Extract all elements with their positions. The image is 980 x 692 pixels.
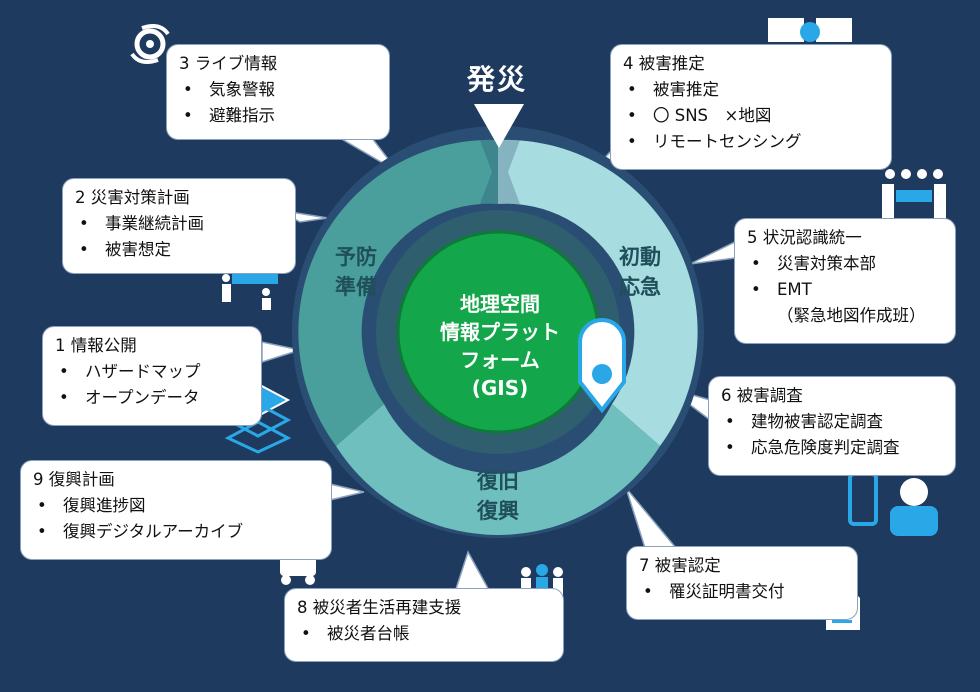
callout-situational-awareness: 5 状況認識統一 災害対策本部 EMT （緊急地図作成班） (734, 218, 956, 344)
tail-c5 (689, 240, 736, 265)
callout-damage-survey: 6 被害調査 建物被害認定調査 応急危険度判定調査 (708, 376, 956, 476)
callout-item: オープンデータ (55, 385, 249, 411)
phase-recovery-label: 復旧 復興 (458, 466, 538, 526)
callout-item: 応急危険度判定調査 (721, 435, 943, 461)
callout-title: 9 復興計画 (33, 470, 115, 489)
trigger-label: 発災 (466, 63, 527, 96)
callout-damage-certification: 7 被害認定 罹災証明書交付 (626, 546, 858, 620)
callout-item: 避難指示 (179, 103, 377, 129)
callout-damage-estimate: 4 被害推定 被害推定 〇 SNS ×地図 リモートセンシング (610, 44, 892, 170)
arc-notch-top (480, 140, 520, 204)
callout-live-info: 3 ライブ情報 気象警報 避難指示 (166, 44, 390, 140)
callout-disaster-plan: 2 災害対策計画 事業継続計画 被害想定 (62, 178, 296, 274)
gis-center-label: 地理空間 情報プラット フォーム (GIS) (400, 290, 600, 402)
callout-item: 災害対策本部 (747, 251, 943, 277)
typhoon-icon (130, 24, 170, 64)
tail-c1 (261, 341, 303, 364)
phase-prevention-line1: 予防 (335, 245, 377, 269)
callout-item: 復興デジタルアーカイブ (33, 519, 319, 545)
phone-survey-icon (848, 472, 938, 536)
callout-item: 気象警報 (179, 77, 377, 103)
callout-title: 1 情報公開 (55, 336, 137, 355)
callout-livelihood-support: 8 被災者生活再建支援 被災者台帳 (284, 588, 564, 662)
callout-item: リモートセンシング (623, 129, 879, 155)
tail-c8 (453, 550, 492, 593)
phase-prevention-line2: 準備 (335, 275, 377, 299)
callout-item: 被災者台帳 (297, 621, 551, 647)
arc-prevention (298, 139, 498, 447)
phase-initial-label: 初動 応急 (600, 242, 680, 302)
phase-recovery-line1: 復旧 (477, 469, 519, 493)
callout-title: 3 ライブ情報 (179, 54, 278, 73)
callout-item: 被害推定 (623, 77, 879, 103)
callout-info-disclosure: 1 情報公開 ハザードマップ オープンデータ (42, 326, 262, 426)
tail-c7 (625, 487, 678, 549)
callout-item: 建物被害認定調査 (721, 409, 943, 435)
arc-initial-response (498, 139, 698, 447)
map-pin-icon (578, 318, 626, 414)
team-meeting-icon (882, 169, 946, 220)
phase-recovery-line2: 復興 (477, 499, 519, 523)
callout-item: EMT (747, 277, 943, 303)
phase-prevention-label: 予防 準備 (316, 242, 396, 302)
callout-title: 7 被害認定 (639, 556, 721, 575)
callout-recovery-plan: 9 復興計画 復興進捗図 復興デジタルアーカイブ (20, 460, 332, 560)
callout-title: 6 被害調査 (721, 386, 803, 405)
center-line1: 地理空間 (460, 292, 540, 316)
callout-title: 4 被害推定 (623, 54, 705, 73)
phase-initial-line2: 応急 (619, 275, 661, 299)
trigger-arrow (474, 104, 524, 148)
callout-item: （緊急地図作成班） (777, 306, 926, 325)
callout-item: 罹災証明書交付 (639, 579, 845, 605)
phase-initial-line1: 初動 (619, 245, 661, 269)
center-line4: (GIS) (471, 376, 529, 400)
callout-item: 復興進捗図 (33, 493, 319, 519)
callout-item: ハザードマップ (55, 359, 249, 385)
callout-item: 被害想定 (75, 237, 283, 263)
callout-title: 2 災害対策計画 (75, 188, 190, 207)
callout-item: 事業継続計画 (75, 211, 283, 237)
tail-c9 (329, 483, 365, 501)
center-line3: フォーム (460, 348, 540, 372)
callout-item: 〇 SNS ×地図 (623, 103, 879, 129)
callout-title: 5 状況認識統一 (747, 228, 862, 247)
callout-title: 8 被災者生活再建支援 (297, 598, 462, 617)
arc-recovery (336, 404, 660, 535)
center-line2: 情報プラット (440, 320, 560, 344)
